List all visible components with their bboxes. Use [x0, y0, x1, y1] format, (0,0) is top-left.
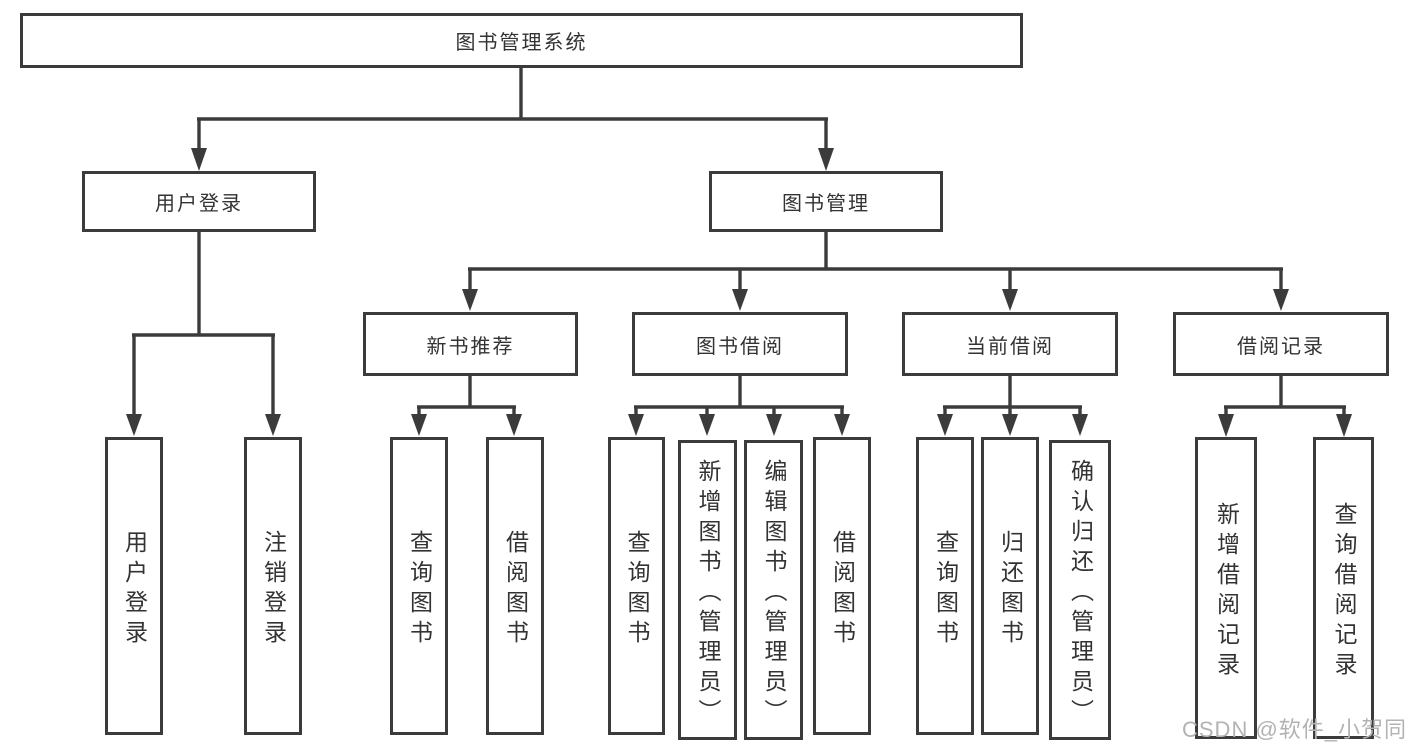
node-book-borrow: 图书借阅	[632, 312, 848, 376]
node-book-management: 图书管理	[709, 171, 943, 232]
leaf-add-borrow-record: 新增借阅记录	[1195, 437, 1257, 739]
leaf-query-borrow-record-label: 查询借阅记录	[1331, 501, 1357, 682]
leaf-recommend-borrow-books-label: 借阅图书	[502, 529, 529, 650]
leaf-user-login: 用户登录	[105, 437, 163, 735]
connector-new-book-recommend-to-leaves	[411, 376, 522, 436]
leaf-return-books-label: 归还图书	[997, 529, 1024, 650]
leaf-add-borrow-record-label: 新增借阅记录	[1213, 501, 1240, 682]
leaf-confirm-return-admin: 确认归还（管理员）	[1049, 440, 1111, 740]
leaf-add-books-admin-label: 新增图书（管理员）	[695, 458, 721, 729]
leaf-return-books: 归还图书	[981, 437, 1039, 735]
node-current-borrow-label: 当前借阅	[966, 335, 1054, 358]
leaf-add-books-admin: 新增图书（管理员）	[678, 440, 737, 740]
leaf-query-borrow-record: 查询借阅记录	[1313, 437, 1374, 739]
connector-current-borrow-to-leaves	[937, 376, 1088, 436]
leaf-current-query-books: 查询图书	[916, 437, 974, 735]
connector-book-management-to-level3	[462, 232, 1289, 311]
leaf-recommend-query-books-label: 查询图书	[406, 529, 433, 650]
node-current-borrow: 当前借阅	[902, 312, 1118, 376]
node-root: 图书管理系统	[20, 13, 1023, 68]
node-new-book-recommend-label: 新书推荐	[426, 335, 515, 358]
leaf-user-login-label: 用户登录	[121, 529, 148, 650]
node-new-book-recommend: 新书推荐	[363, 312, 578, 376]
connector-book-borrow-to-leaves	[628, 376, 850, 436]
node-user-login: 用户登录	[82, 171, 316, 232]
node-book-management-label: 图书管理	[782, 193, 870, 215]
node-borrow-records: 借阅记录	[1173, 312, 1389, 376]
leaf-recommend-query-books: 查询图书	[390, 437, 448, 735]
leaf-borrow-books: 借阅图书	[813, 437, 871, 735]
leaf-edit-books-admin-label: 编辑图书（管理员）	[761, 458, 787, 729]
csdn-watermark: CSDN @软件_小贺同学	[1182, 717, 1405, 742]
leaf-recommend-borrow-books: 借阅图书	[486, 437, 544, 735]
node-borrow-records-label: 借阅记录	[1237, 335, 1325, 358]
leaf-edit-books-admin: 编辑图书（管理员）	[744, 440, 803, 740]
leaf-current-query-books-label: 查询图书	[932, 529, 959, 650]
leaf-borrow-query-books-label: 查询图书	[624, 529, 650, 650]
node-user-login-label: 用户登录	[155, 193, 243, 215]
leaf-borrow-query-books: 查询图书	[608, 437, 665, 735]
node-root-label: 图书管理系统	[455, 32, 588, 54]
connector-user-login-to-leaves	[126, 232, 281, 436]
leaf-logout-label: 注销登录	[260, 529, 287, 650]
leaf-borrow-books-label: 借阅图书	[829, 529, 856, 650]
connector-root-to-level2	[191, 68, 834, 171]
connector-borrow-records-to-leaves	[1218, 376, 1352, 437]
node-book-borrow-label: 图书借阅	[696, 335, 784, 358]
leaf-logout: 注销登录	[244, 437, 302, 735]
leaf-confirm-return-admin-label: 确认归还（管理员）	[1067, 458, 1094, 729]
